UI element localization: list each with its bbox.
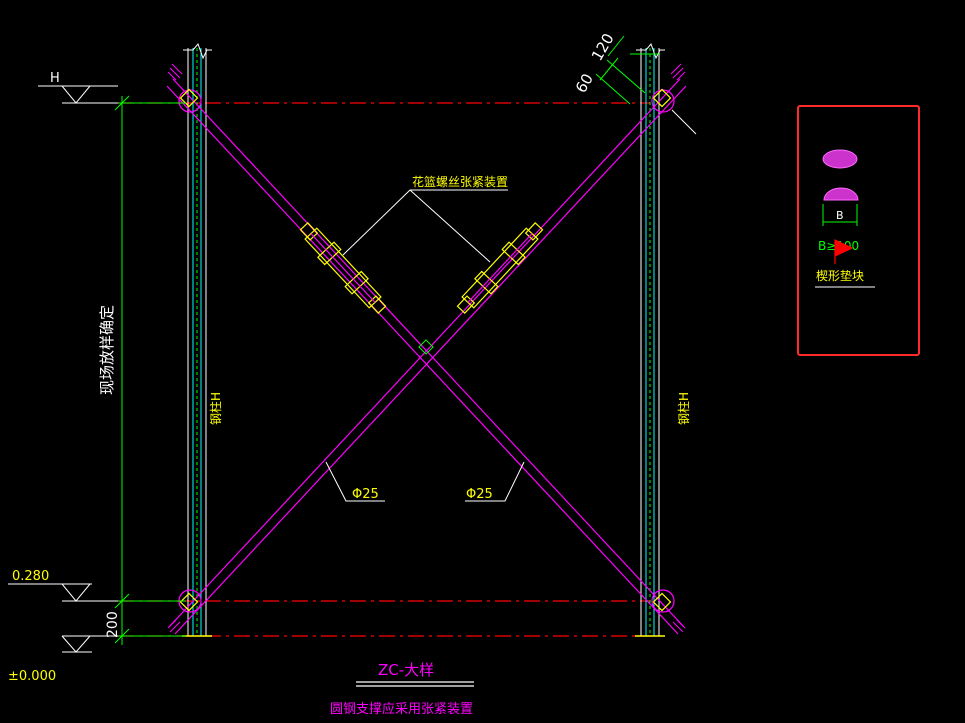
rod-label-right: Φ25 (466, 487, 493, 502)
level-top-label: H (50, 71, 60, 86)
brace-rod-a-lower (166, 85, 679, 635)
level-mark-mid (8, 583, 118, 602)
end-connections (178, 88, 675, 613)
level-zero-label: ±0.000 (8, 669, 56, 684)
left-column (182, 43, 212, 637)
rod-leaders (325, 461, 525, 502)
vertical-dim-label: 现场放样确定 (98, 305, 116, 395)
turnbuckle-right (456, 222, 544, 314)
brace-intersection (418, 339, 434, 355)
turnbuckle-leader (342, 189, 508, 263)
angled-dimension (595, 35, 660, 105)
brace-rod-b-lower (174, 85, 687, 635)
legend-dim-b: B (836, 209, 844, 222)
red-flag-icon (834, 239, 854, 264)
drawing-title: ZC-大样 (378, 661, 434, 679)
turnbuckle-left (299, 222, 387, 314)
drawing-subtitle: 圆钢支撑应采用张紧装置 (330, 701, 473, 717)
column-label-right: 钢柱H (676, 392, 691, 425)
rod-end-threads (167, 63, 686, 633)
level-mid-label: 0.280 (12, 569, 49, 584)
level-mark-zero (61, 635, 118, 653)
vertical-dimension (114, 95, 186, 645)
wedge-block-half-icon (823, 187, 859, 201)
wedge-block-top-icon (822, 149, 858, 169)
level-mark-top (38, 85, 118, 104)
turnbuckle-label: 花篮螺丝张紧装置 (412, 174, 508, 189)
column-label-left: 钢柱H (208, 392, 223, 425)
dim-200-label: 200 (105, 611, 121, 638)
right-column (635, 43, 665, 637)
legend-label: 楔形垫块 (816, 268, 864, 283)
rod-label-left: Φ25 (352, 487, 379, 502)
brace-rod-a-upper (172, 78, 685, 628)
legend-box: B B≥100 楔形垫块 (797, 105, 920, 356)
